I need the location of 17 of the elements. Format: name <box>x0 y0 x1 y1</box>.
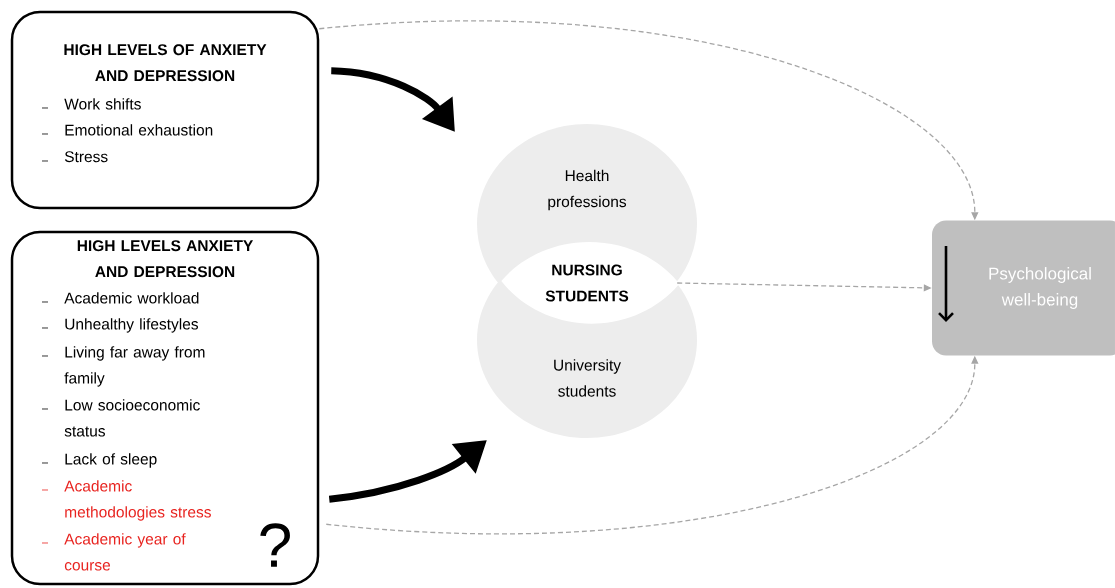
overlap-label: NURSING STUDENTS <box>545 264 629 302</box>
list-item: Unhealthy lifestyles <box>65 318 198 333</box>
list-item: Lack of sleep <box>65 453 157 468</box>
box-heading: HIGH LEVELS ANXIETY AND DEPRESSION <box>77 240 254 278</box>
list-item: Living far away from family <box>64 346 205 387</box>
list-item: Academic methodologies stress <box>64 480 211 521</box>
box-label: Psychological well-being <box>989 267 1091 309</box>
box-heading: HIGH LEVELS OF ANXIETY AND DEPRESSION <box>64 44 267 82</box>
list-item: Stress <box>64 151 108 163</box>
list-item: Academic year of course <box>64 533 186 571</box>
circle-label: University students <box>554 359 621 397</box>
circle-label: Health professions <box>548 169 627 211</box>
list-item: Academic workload <box>64 292 199 304</box>
list-item: Low socioeconomic status <box>64 399 200 437</box>
list-item: Emotional exhaustion <box>65 124 213 136</box>
list-item: Work shifts <box>64 98 141 110</box>
question-mark: ? <box>260 523 290 567</box>
